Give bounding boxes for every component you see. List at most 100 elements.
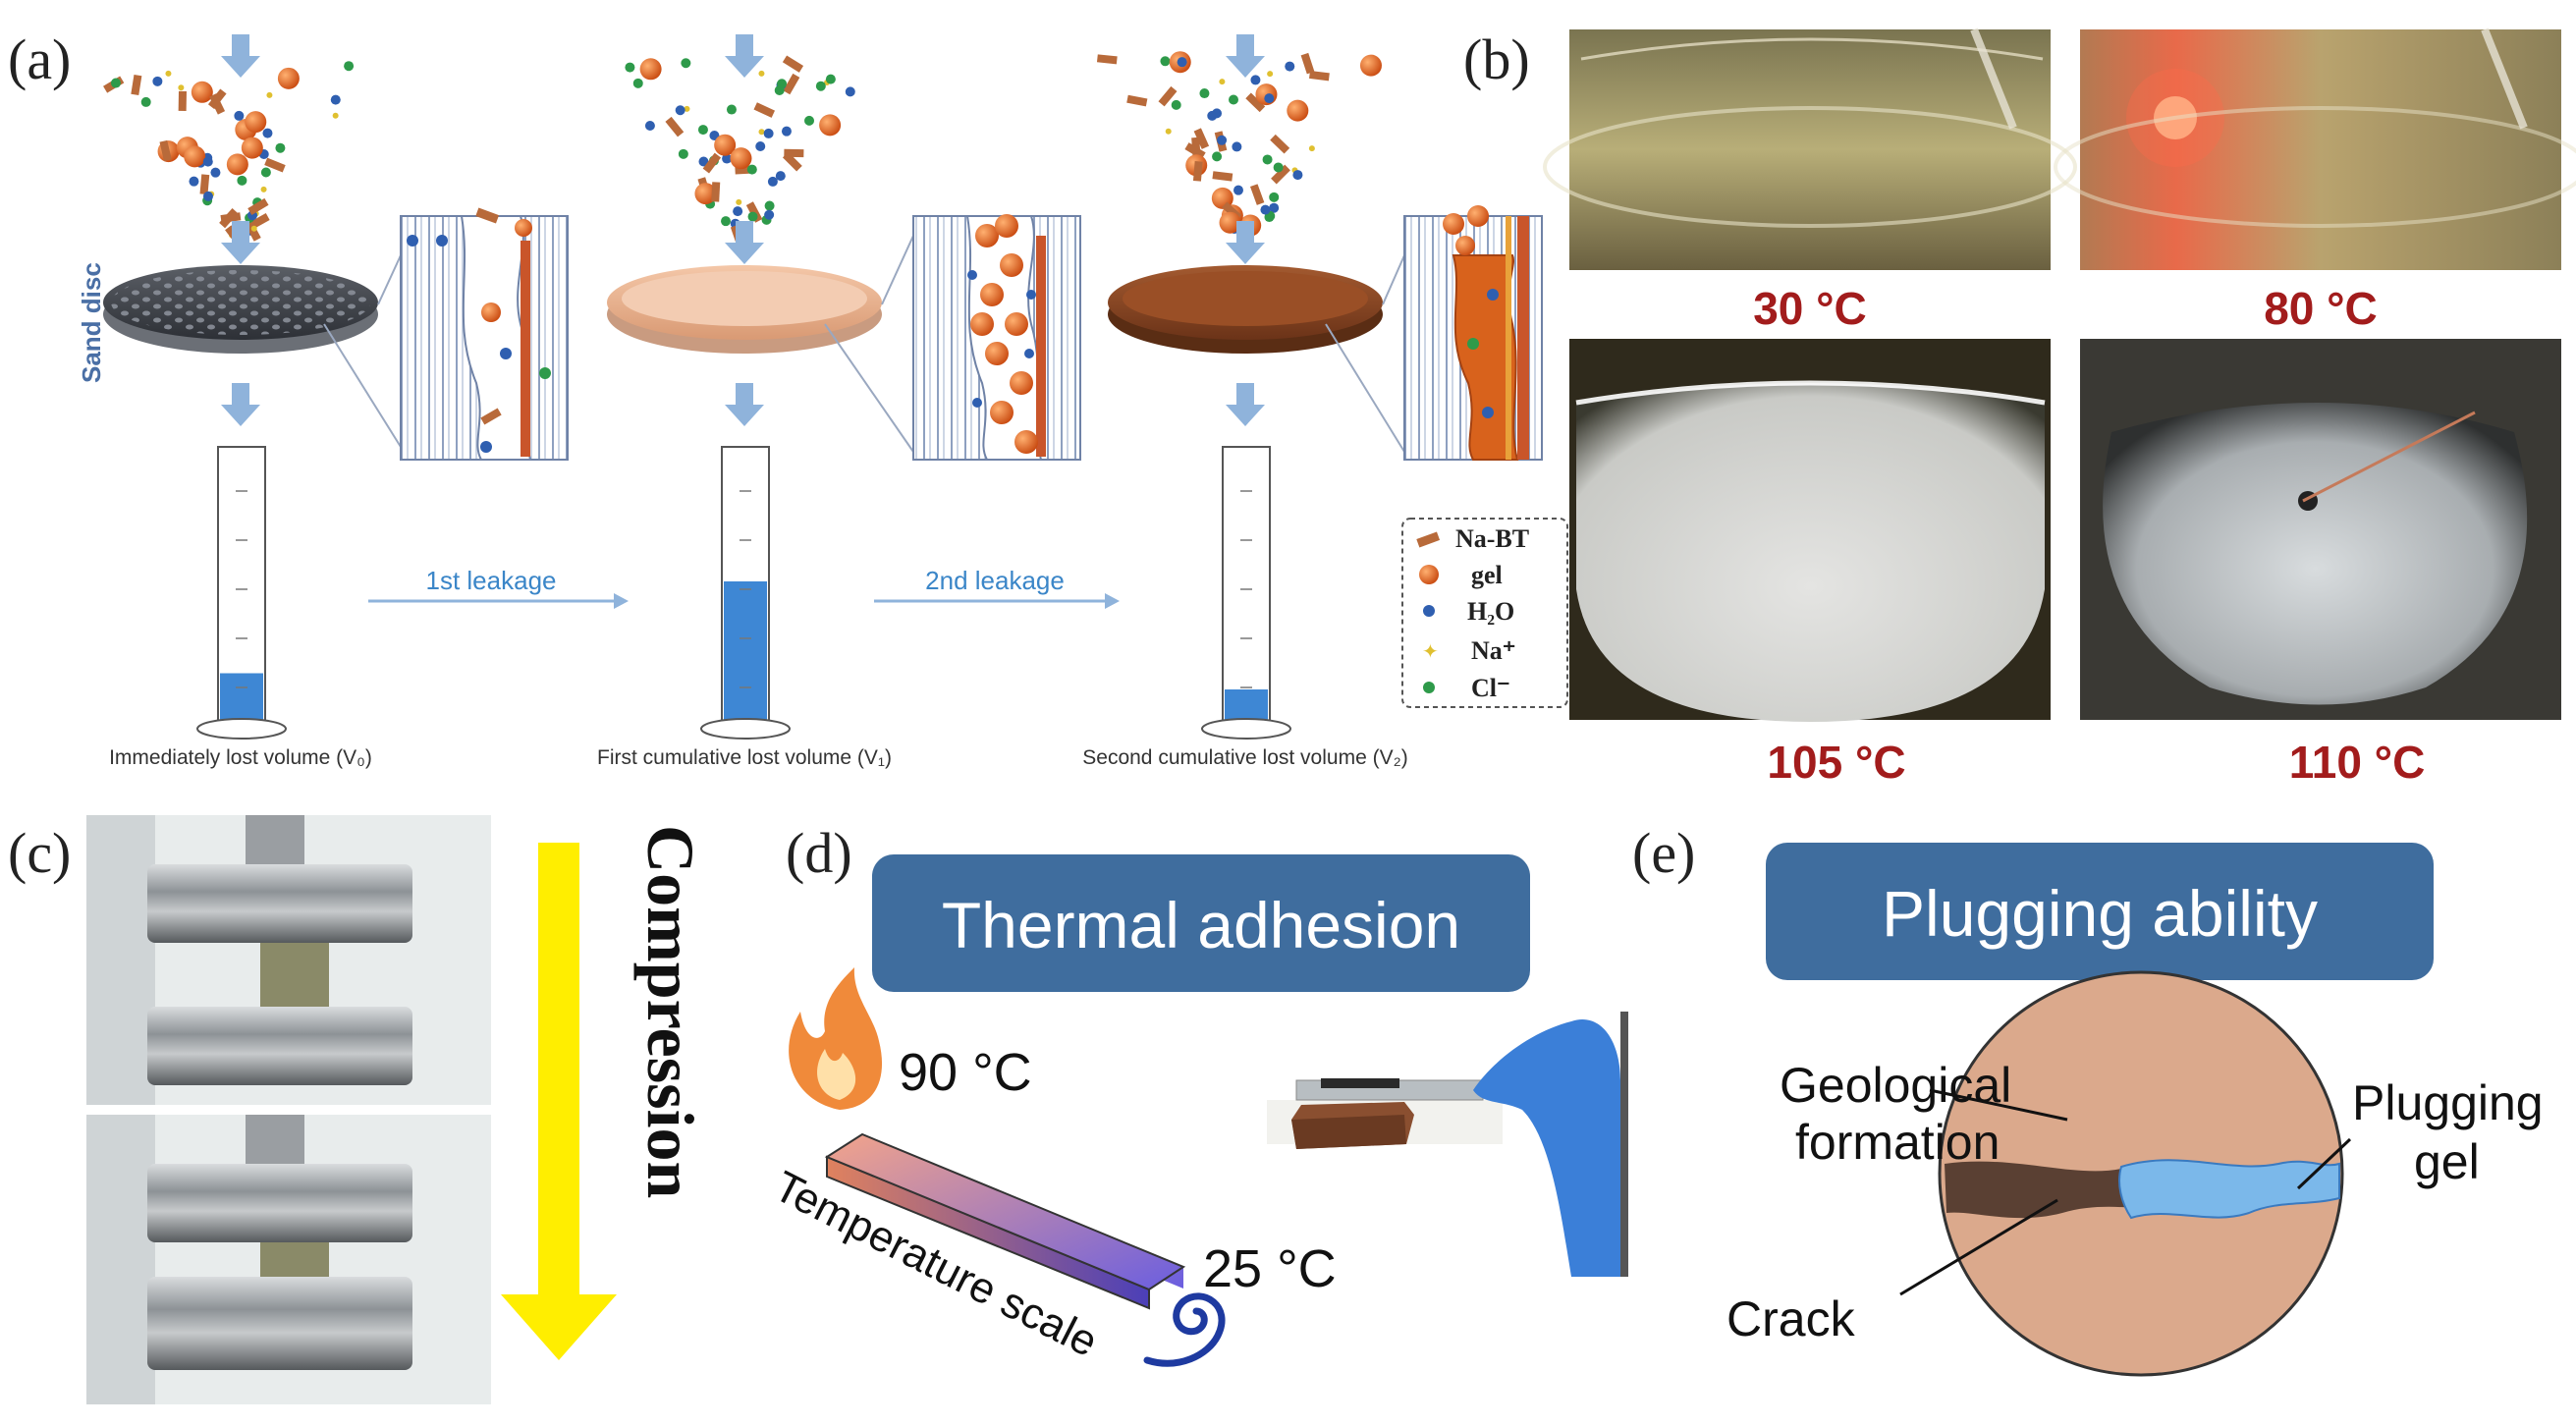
cold-temperature-label: 25 °C	[1203, 1239, 1337, 1298]
panel-b-label: (b)	[1463, 27, 1530, 91]
water-particle	[152, 76, 163, 86]
legend-label: gel	[1471, 561, 1503, 589]
na-bt-particle	[1249, 184, 1265, 205]
na-bt-particle	[1309, 70, 1330, 82]
chloride-particle	[140, 96, 151, 107]
plugging-gel	[2118, 1159, 2340, 1220]
na-bt-particle	[702, 152, 722, 174]
sodium-particle	[165, 70, 172, 77]
na-bt-particle	[264, 157, 286, 173]
gel-particle	[990, 401, 1014, 424]
gel-particle	[995, 214, 1018, 238]
chloride-particle	[1160, 56, 1171, 67]
plugging-gel-label: gel	[2414, 1134, 2480, 1189]
pore-zoom-2	[912, 214, 1081, 461]
title-box	[1766, 843, 2434, 980]
pore-zoom-1	[400, 207, 569, 461]
down-arrow-icon	[725, 383, 764, 426]
panel-e: (e) Plugging ability Geological formatio…	[1632, 821, 2544, 1377]
down-arrow-icon	[725, 34, 764, 78]
gel-particle	[975, 224, 999, 247]
na-bt-particle	[1270, 134, 1290, 154]
sodium-particle	[178, 84, 185, 91]
panel-d: (d) Thermal adhesion 90 °C Temperature s…	[766, 821, 1628, 1367]
water-particle	[234, 110, 245, 121]
water-particle	[1285, 61, 1295, 72]
gel-particle	[694, 183, 717, 205]
sodium-particle	[1308, 145, 1315, 152]
photo-110c	[2080, 339, 2561, 720]
legend-water-icon	[1423, 605, 1435, 617]
chloride-particle	[625, 62, 635, 73]
panel-b: (b) 30 °C 80 °C 105 °C 110 °	[1463, 27, 2576, 788]
water-particle	[763, 128, 774, 138]
gel-particle	[1359, 54, 1382, 77]
panel-d-title: Thermal adhesion	[942, 889, 1460, 961]
down-arrow-icon	[221, 383, 260, 426]
gel-particle	[1005, 312, 1028, 336]
sodium-particle	[684, 105, 690, 112]
na-bt-particle	[1271, 164, 1290, 185]
panel-e-title: Plugging ability	[1882, 877, 2318, 950]
chloride-particle	[747, 211, 758, 222]
chloride-particle	[237, 175, 247, 186]
down-arrow-icon	[1226, 383, 1265, 426]
chloride-particle	[1212, 151, 1223, 162]
water-particle	[1026, 290, 1036, 300]
sodium-particle	[758, 129, 765, 136]
lost-volume-fill	[724, 581, 767, 722]
gel-particle	[1014, 430, 1038, 454]
sodium-particle	[250, 225, 257, 232]
gel-particle	[980, 283, 1004, 306]
water-particle	[767, 176, 778, 187]
water-particle	[1233, 185, 1243, 195]
na-bt-particle	[1192, 161, 1203, 182]
panel-c: (c) Compression	[8, 815, 708, 1404]
water-particle	[722, 153, 733, 164]
water-particle	[967, 270, 977, 280]
water-particle	[202, 156, 213, 167]
na-bt-particle	[783, 73, 800, 95]
hot-temperature-label: 90 °C	[899, 1043, 1032, 1102]
gel-particle	[1000, 253, 1023, 277]
sodium-particle	[1219, 79, 1226, 85]
legend: Na-BT gel H₂O ✦ Na⁺ Cl⁻	[1401, 518, 1568, 708]
water-particle	[1269, 202, 1280, 213]
photo-80c	[2054, 27, 2576, 270]
water-particle	[764, 209, 775, 220]
gel-particle	[241, 137, 263, 159]
formation-label: formation	[1795, 1115, 2000, 1170]
water-particle	[733, 206, 743, 217]
chloride-particle	[344, 61, 355, 72]
water-particle	[644, 120, 655, 131]
volume-1-label: First cumulative lost volume (V₁)	[597, 746, 892, 769]
chloride-particle	[825, 74, 836, 84]
sodium-particle	[266, 91, 273, 98]
chloride-particle	[681, 58, 691, 69]
water-particle	[775, 171, 786, 182]
gel-particle	[985, 342, 1009, 365]
na-bt-particle	[219, 208, 239, 229]
na-bt-particle	[1193, 128, 1210, 149]
chloride-particle	[1171, 99, 1181, 110]
stage-2: First cumulative lost volume (V₁)	[597, 34, 1081, 769]
gel-particle	[639, 58, 662, 81]
particle-funnel-1	[103, 61, 355, 247]
gel-particle	[1287, 99, 1309, 122]
volume-0-label: Immediately lost volume (V₀)	[109, 746, 372, 769]
water-particle	[210, 167, 221, 178]
lost-volume-fill	[220, 673, 263, 722]
na-bt-particle	[1126, 94, 1148, 107]
compression-photo	[86, 815, 491, 1404]
water-particle	[330, 94, 341, 105]
chloride-particle	[1262, 154, 1273, 165]
panel-c-label: (c)	[8, 821, 71, 885]
down-arrow-icon	[221, 34, 260, 78]
na-bt-particle	[711, 182, 721, 202]
volume-2-label: Second cumulative lost volume (V₂)	[1082, 746, 1407, 769]
water-particle	[972, 398, 982, 408]
water-particle	[1264, 93, 1275, 104]
gel-particle	[714, 134, 737, 156]
chloride-particle	[764, 200, 775, 211]
